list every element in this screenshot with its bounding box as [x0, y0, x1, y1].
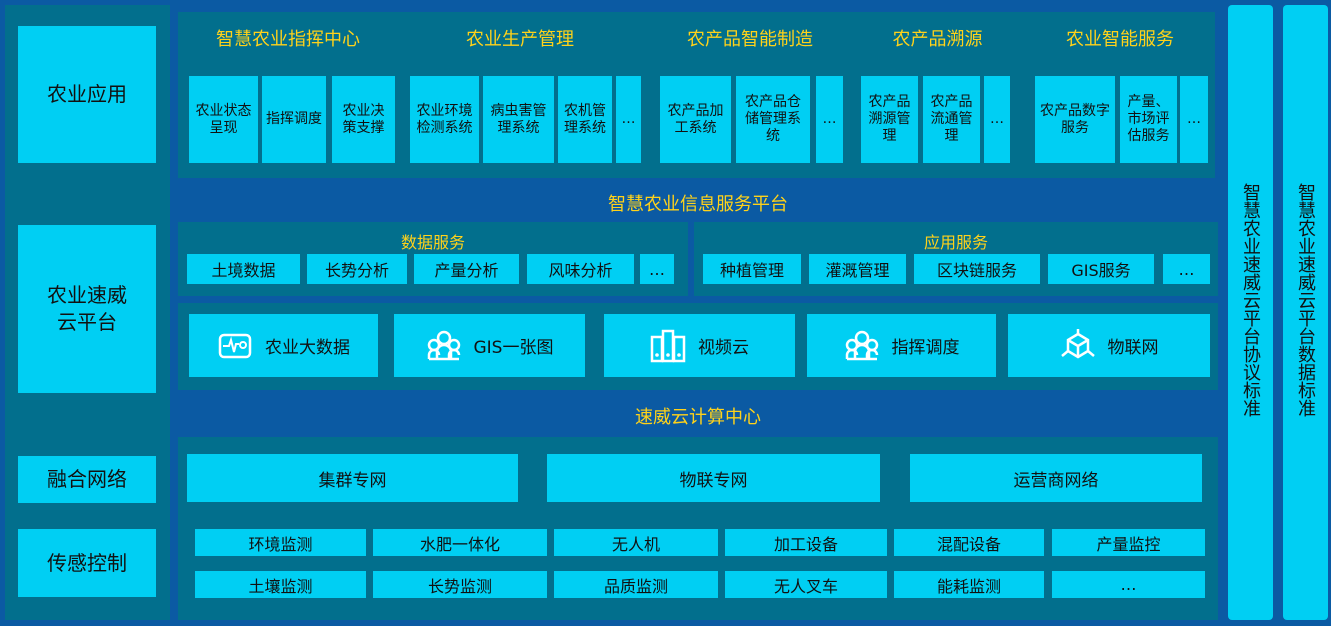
sensor-item: 无人叉车 — [725, 571, 887, 598]
capability-card: 指挥调度 — [807, 314, 996, 377]
app-module: 农产品流通管理 — [923, 76, 980, 163]
capability-label: 指挥调度 — [891, 338, 960, 358]
app-module: 产量、市场评估服务 — [1120, 76, 1177, 163]
app-module: … — [984, 76, 1010, 163]
app-service-item: … — [1163, 254, 1210, 284]
app-service-item: 种植管理 — [703, 254, 801, 284]
app-group-title: 农业智能服务 — [1066, 29, 1174, 50]
app-services-title: 应用服务 — [923, 233, 988, 252]
data-service-item: 土境数据 — [187, 254, 300, 284]
sensor-item: 土壤监测 — [195, 571, 366, 598]
app-module: 农产品加工系统 — [660, 76, 731, 163]
sensor-item: … — [1052, 571, 1205, 598]
capability-card: 物联网 — [1008, 314, 1210, 377]
sensor-item: 产量监控 — [1052, 529, 1205, 556]
people-group-icon — [845, 330, 878, 360]
capability-card: GIS一张图 — [394, 314, 585, 377]
sensor-item: 混配设备 — [894, 529, 1044, 556]
app-group-title: 智慧农业指挥中心 — [216, 29, 360, 50]
sensor-item: 环境监测 — [195, 529, 366, 556]
layer-label-sensor: 传感控制 — [18, 529, 156, 597]
sensor-item: 无人机 — [554, 529, 718, 556]
network-item: 集群专网 — [187, 454, 518, 502]
app-group-title: 农业生产管理 — [466, 29, 574, 50]
app-module: … — [816, 76, 843, 163]
protocol-standard-bar: 智慧农业速威云平台协议标准 — [1228, 5, 1273, 620]
data-service-item: 长势分析 — [307, 254, 407, 284]
layer-label-platform: 农业速威云平台 — [18, 225, 156, 393]
app-module: 农机管理系统 — [558, 76, 612, 163]
monitor-pulse-icon — [218, 333, 252, 358]
network-item: 物联专网 — [547, 454, 880, 502]
sensor-item: 水肥一体化 — [373, 529, 547, 556]
app-module: 病虫害管理系统 — [483, 76, 554, 163]
cube-network-icon — [1060, 328, 1095, 358]
app-service-item: 区块链服务 — [914, 254, 1040, 284]
sensor-item: 品质监测 — [554, 571, 718, 598]
app-group-title: 农产品溯源 — [892, 29, 983, 50]
app-service-item: 灌溉管理 — [809, 254, 906, 284]
sensor-item: 长势监测 — [373, 571, 547, 598]
app-module: … — [616, 76, 641, 163]
app-module: … — [1180, 76, 1208, 163]
app-service-item: GIS服务 — [1048, 254, 1154, 284]
capability-label: 农业大数据 — [265, 338, 350, 358]
capability-label: 视频云 — [698, 338, 749, 358]
app-module: 农业状态呈现 — [189, 76, 258, 163]
layer-label-app: 农业应用 — [18, 26, 156, 163]
capability-label: 物联网 — [1107, 338, 1159, 358]
layer-label-network: 融合网络 — [18, 456, 156, 503]
data-service-item: … — [640, 254, 674, 284]
app-group-title: 农产品智能制造 — [687, 29, 813, 50]
app-module: 农产品数字服务 — [1035, 76, 1115, 163]
sensor-item: 能耗监测 — [894, 571, 1044, 598]
servers-icon — [650, 329, 686, 362]
network-item: 运营商网络 — [910, 454, 1202, 502]
app-module: 农业环境检测系统 — [410, 76, 479, 163]
capability-card: 农业大数据 — [189, 314, 378, 377]
people-group-icon — [427, 330, 460, 360]
capability-card: 视频云 — [604, 314, 795, 377]
data-service-item: 产量分析 — [414, 254, 519, 284]
sensor-item: 加工设备 — [725, 529, 887, 556]
app-module: 农产品仓储管理系统 — [736, 76, 810, 163]
capability-label: GIS一张图 — [473, 338, 554, 358]
compute-title: 速威云计算中心 — [635, 407, 761, 428]
data-services-title: 数据服务 — [400, 233, 465, 252]
platform-title: 智慧农业信息服务平台 — [608, 194, 788, 215]
app-module: 农业决策支撑 — [332, 76, 395, 163]
data-service-item: 风味分析 — [527, 254, 634, 284]
app-module: 农产品溯源管理 — [861, 76, 918, 163]
data-standard-bar: 智慧农业速威云平台数据标准 — [1283, 5, 1328, 620]
app-module: 指挥调度 — [262, 76, 326, 163]
